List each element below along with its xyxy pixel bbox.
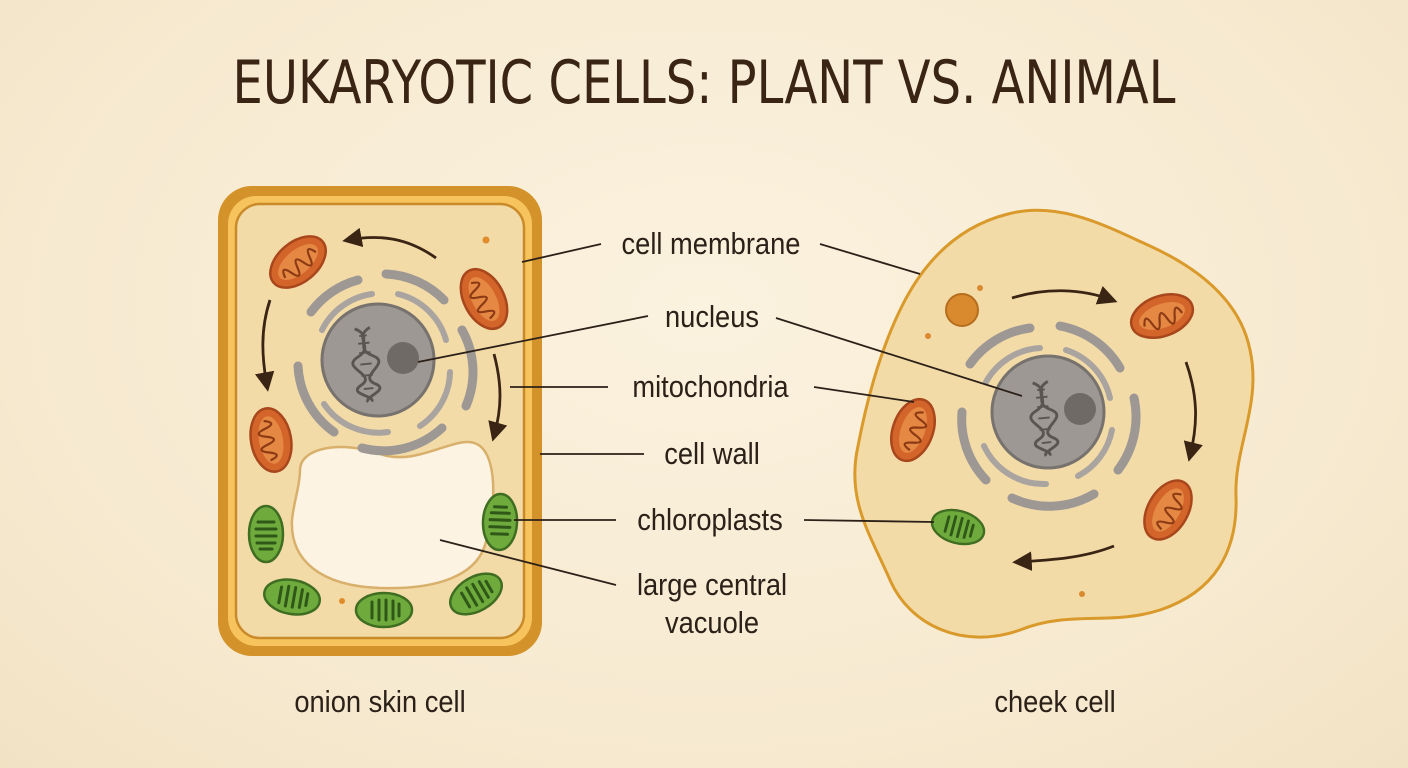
plant-cell-caption: onion skin cell: [294, 684, 466, 719]
plant-nucleus: [293, 269, 478, 456]
plant-chloroplast: [354, 591, 414, 629]
animal-nucleus: [957, 321, 1141, 511]
label-cell-membrane: cell membrane: [621, 226, 801, 261]
plant-streaming-arrows: [254, 227, 508, 442]
plant-chloroplast: [480, 491, 520, 553]
animal-cell-caption: cheek cell: [994, 684, 1116, 719]
diagram-title: EUKARYOTIC CELLS: PLANT VS. ANIMAL: [232, 48, 1176, 118]
label-nucleus: nucleus: [664, 299, 760, 334]
plant-cell: [218, 186, 542, 656]
label-chloroplasts: chloroplasts: [637, 502, 783, 537]
plant-chloroplast: [247, 504, 285, 564]
label-vacuole-line1: large central: [636, 567, 788, 602]
leader-lines: [417, 243, 1023, 586]
label-vacuole-line2: vacuole: [664, 605, 760, 640]
plant-vacuole: [290, 440, 495, 590]
animal-streaming-arrows: [1011, 286, 1203, 571]
label-cell-wall: cell wall: [664, 436, 760, 471]
label-mitochondria: mitochondria: [632, 369, 789, 404]
animal-cell: [853, 208, 1255, 639]
